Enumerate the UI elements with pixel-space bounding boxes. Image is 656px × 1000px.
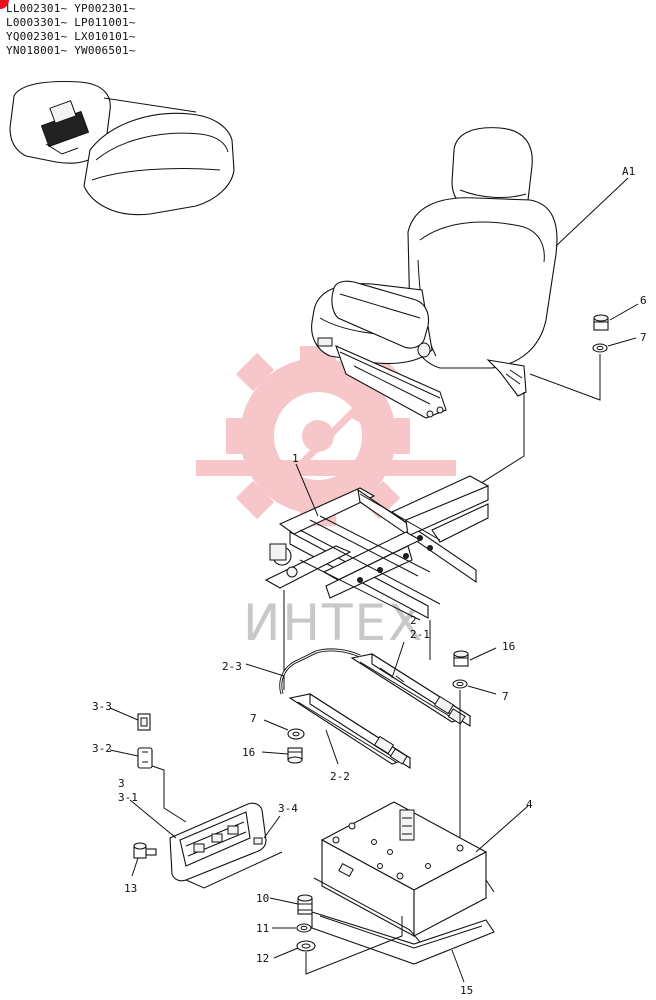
callout-4: 4 xyxy=(526,798,533,811)
callout-1: 1 xyxy=(292,452,299,465)
callout-16-left: 16 xyxy=(242,746,255,759)
callout-3-4: 3-4 xyxy=(278,802,298,815)
bolt-16-washer-7-left xyxy=(261,719,305,764)
control-plate-3 xyxy=(129,799,283,889)
callout-3: 3 xyxy=(118,777,125,790)
callout-labels: A1 6 7 1 2 2-1 16 7 2-3 3-3 7 3-2 16 2-2… xyxy=(92,165,647,997)
floor-mat-15 xyxy=(311,911,495,983)
serial-line-1: LL002301~ YP002301~ xyxy=(6,2,136,15)
callout-7-upper: 7 xyxy=(640,331,647,344)
callout-15: 15 xyxy=(460,984,473,997)
callout-13: 13 xyxy=(124,882,137,895)
machine-overview-inset xyxy=(9,81,235,216)
callout-a1: A1 xyxy=(622,165,635,178)
serial-line-2: L0003301~ LP011001~ xyxy=(6,16,136,29)
bolt-10-washers-11-12 xyxy=(269,894,403,975)
callout-2-1: 2-1 xyxy=(410,628,430,641)
slide-rails-2 xyxy=(245,641,472,770)
callout-16-right: 16 xyxy=(502,640,515,653)
callout-7-left: 7 xyxy=(250,712,257,725)
bolt-13 xyxy=(131,842,157,877)
callout-7-right: 7 xyxy=(502,690,509,703)
callout-3-2: 3-2 xyxy=(92,742,112,755)
callout-6: 6 xyxy=(640,294,647,307)
callout-2: 2 xyxy=(410,614,417,627)
callout-3-1: 3-1 xyxy=(118,791,138,804)
callout-2-3: 2-3 xyxy=(222,660,242,673)
callout-11: 11 xyxy=(256,922,269,935)
suspension-frame-1 xyxy=(264,463,490,690)
callout-10: 10 xyxy=(256,892,269,905)
watermark-text: ИНТЕХ xyxy=(243,594,424,652)
watermark-logo xyxy=(196,346,456,526)
bolt-6-washer-7 xyxy=(529,303,639,401)
bolt-16-washer-7-right xyxy=(452,647,497,846)
callout-2-2: 2-2 xyxy=(330,770,350,783)
clips-3-2-3-3 xyxy=(109,707,187,823)
serial-line-4: YN018001~ YW006501~ xyxy=(6,44,136,57)
seat-base-box-4 xyxy=(313,801,529,943)
callout-3-3: 3-3 xyxy=(92,700,112,713)
seat-assembly-a1 xyxy=(311,127,629,419)
serial-line-3: YQ002301~ LX010101~ xyxy=(6,30,136,43)
corner-marker xyxy=(0,0,9,9)
callout-12: 12 xyxy=(256,952,269,965)
